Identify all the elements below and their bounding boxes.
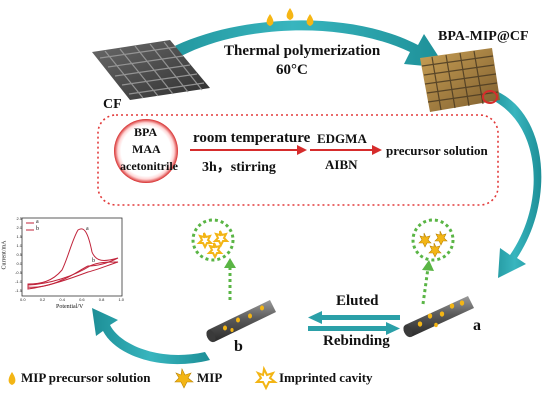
thermal-step-line1: Thermal polymerization — [224, 43, 381, 59]
cv-plot — [21, 217, 123, 297]
step2-bottom: AIBN — [325, 157, 358, 172]
cv-y-tick: 2.5 — [16, 216, 22, 221]
cv-x-tick: 0.2 — [39, 297, 46, 302]
mip-cf-cloth — [420, 48, 500, 112]
cv-x-tick: 0.6 — [79, 297, 85, 302]
cavity-stars-b — [196, 230, 230, 260]
cv-y-tick: 1.0 — [16, 243, 22, 248]
legend-droplet-icon — [8, 372, 16, 385]
cv-curve-b-label: b — [92, 258, 95, 264]
cv-y-ticks: 2.5 2.0 1.5 1.0 0.5 0.0 -0.5 -1.0 -1.5 — [10, 216, 22, 298]
thermal-arrow — [140, 20, 446, 78]
cavity-dots-b — [223, 305, 264, 332]
heat-droplets — [266, 8, 314, 26]
cv-y-tick: 1.5 — [16, 234, 22, 239]
legend-cavity-star-icon — [254, 365, 278, 391]
cv-curve-b — [27, 261, 119, 290]
mip-stars-a — [418, 230, 448, 258]
precursor-result: precursor solution — [386, 143, 488, 158]
cv-legend-a: a — [36, 219, 39, 225]
cv-x-ticks: 0.0 0.2 0.4 0.6 0.8 1.0 — [20, 297, 124, 302]
electrode-b — [206, 300, 276, 343]
process-arrows — [190, 145, 382, 155]
green-arrowhead-b — [224, 258, 236, 268]
rebinding-label: Rebinding — [323, 333, 390, 349]
reagent-circle — [114, 119, 178, 183]
cv-y-tick: -0.5 — [15, 270, 22, 275]
eluted-label: Eluted — [336, 293, 379, 309]
left-up-arrow — [92, 308, 210, 365]
reagent-maa: MAA — [132, 142, 161, 156]
reagent-bpa: BPA — [134, 125, 158, 139]
cv-x-tick: 0.4 — [59, 297, 65, 302]
eluted-arrow — [308, 311, 400, 324]
precursor-box — [97, 114, 499, 206]
cv-ylabel: Current/mA — [1, 240, 8, 270]
electrode-b-label: b — [234, 338, 243, 355]
step2-top: EDGMA — [317, 131, 367, 146]
cv-y-tick: -1.0 — [15, 279, 22, 284]
reagent-acetonitrile: acetonitrile — [120, 159, 178, 173]
zoom-circle — [482, 90, 498, 104]
cv-legend-b: b — [36, 226, 39, 232]
green-dotted-arrows — [228, 266, 430, 305]
cf-label: CF — [103, 97, 122, 112]
legend-mip-star-icon — [174, 368, 194, 389]
step1-top: room temperature — [193, 130, 311, 146]
cv-y-tick: -1.5 — [15, 288, 22, 293]
cv-y-tick: 2.0 — [16, 225, 22, 230]
legend-mip: MIP — [197, 370, 223, 385]
mip-dots-a — [417, 300, 465, 328]
rebinding-arrow — [308, 322, 400, 335]
cv-curve-a-label: a — [86, 226, 89, 232]
cv-xlabel: Potential/V — [56, 304, 84, 310]
product-label: BPA-MIP@CF — [438, 29, 529, 44]
mip-detail-circle-a — [411, 218, 455, 262]
cv-y-tick: 0.5 — [16, 252, 22, 257]
mip-detail-circle-b — [191, 218, 235, 262]
thermal-step-line2: 60°C — [276, 62, 308, 78]
green-arrowhead-a — [422, 260, 434, 271]
cv-curve-a — [27, 228, 119, 288]
electrode-a-label: a — [473, 317, 481, 334]
legend-cavity: Imprinted cavity — [279, 370, 373, 385]
cv-y-tick: 0.0 — [16, 261, 22, 266]
electrode-a — [403, 296, 474, 338]
step1-bottom: 3h，stirring — [202, 160, 276, 175]
cv-x-tick: 0.0 — [20, 297, 26, 302]
cv-x-tick: 0.8 — [98, 297, 105, 302]
cf-cloth — [92, 40, 210, 100]
legend-precursor: MIP precursor solution — [21, 370, 151, 385]
right-down-arrow — [488, 90, 542, 278]
cv-x-tick: 1.0 — [118, 297, 124, 302]
